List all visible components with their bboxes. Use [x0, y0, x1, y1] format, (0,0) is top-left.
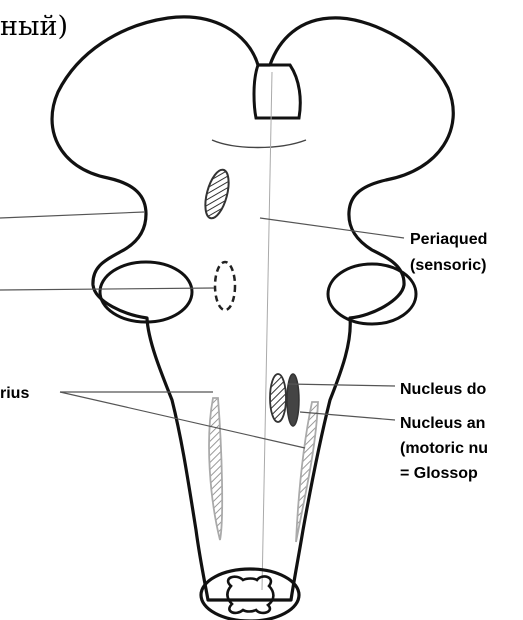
central-notch — [254, 65, 300, 118]
label-nucleus-ambiguus-2: (motoric nu — [400, 440, 488, 457]
nucleus-ambiguus-mark — [287, 374, 299, 426]
brainstem-outline — [52, 17, 453, 600]
right-peduncle — [328, 264, 416, 324]
leader-nucleus-dorsal — [288, 384, 395, 386]
label-nucleus-ambiguus-3: = Glossop — [400, 465, 478, 482]
label-periaqueductal-2: (sensoric) — [410, 257, 486, 274]
label-nucleus-ambiguus-1: Nucleus an — [400, 415, 485, 432]
leader-periaqueductal — [260, 218, 404, 238]
label-nucleus-dorsal: Nucleus do — [400, 381, 486, 398]
leader-upper-left — [0, 212, 144, 218]
header-fragment: ный) — [0, 11, 68, 42]
nucleus-dorsalis-mark — [270, 374, 286, 422]
leader-solitarius-right — [60, 392, 305, 448]
left-peduncle — [100, 262, 192, 322]
leader-middle-left — [0, 288, 214, 290]
upper-commissure-line — [212, 140, 306, 148]
midline — [262, 72, 272, 590]
spinal-grey-matter — [227, 576, 273, 612]
left-solitary-tract — [209, 398, 222, 540]
label-solitarius-fragment: rius — [0, 385, 29, 402]
dashed-nucleus — [215, 262, 235, 310]
upper-nucleus-hatched — [201, 167, 233, 220]
label-periaqueductal-1: Periaqued — [410, 231, 487, 248]
